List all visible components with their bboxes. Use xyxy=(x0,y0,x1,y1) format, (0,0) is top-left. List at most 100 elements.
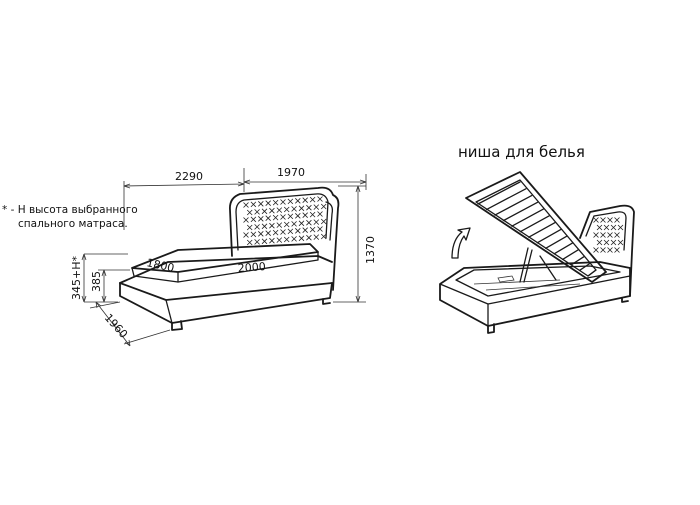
slat xyxy=(494,194,533,216)
tuft-mark xyxy=(610,239,617,246)
tuft-mark xyxy=(617,239,624,246)
tuft-mark xyxy=(261,208,268,215)
tuft-mark xyxy=(603,224,610,231)
tuft-mark xyxy=(287,198,294,205)
tuft-mark xyxy=(295,198,301,204)
dimline-left xyxy=(83,253,130,303)
tuft-mark xyxy=(600,232,606,238)
tuft-mark xyxy=(317,226,323,232)
tuft-mark xyxy=(250,216,257,223)
storage-floor-lines xyxy=(473,275,581,291)
tuft-mark xyxy=(269,207,275,214)
tuft-mark xyxy=(287,228,294,235)
tuft-mark xyxy=(280,199,286,205)
slat xyxy=(553,242,574,255)
note-line-1: * - Н высота выбранного xyxy=(2,204,138,216)
headboard-tufting-right xyxy=(593,217,624,253)
tuft-mark xyxy=(298,205,305,212)
slat xyxy=(502,201,539,222)
headboard-inner-outline xyxy=(235,193,329,251)
dim-arrows-top xyxy=(123,179,367,189)
headboard-wing xyxy=(325,201,334,241)
tuft-mark xyxy=(280,214,286,220)
tuft-mark xyxy=(272,199,279,206)
slat xyxy=(587,269,597,277)
tuft-mark xyxy=(243,217,249,223)
tuft-mark xyxy=(265,200,271,206)
tuft-mark xyxy=(320,218,327,225)
slat xyxy=(570,255,585,266)
tuft-mark xyxy=(283,221,290,228)
slat xyxy=(519,215,550,233)
tuft-mark xyxy=(254,209,260,215)
bed-base-top xyxy=(119,255,333,284)
slat xyxy=(578,262,591,272)
dim-headboard-height: 1370 xyxy=(364,236,377,264)
slat xyxy=(485,188,527,211)
tuft-mark xyxy=(614,232,620,238)
tuft-mark xyxy=(250,201,257,208)
tuft-mark xyxy=(302,212,308,218)
tuft-mark xyxy=(269,237,275,244)
tuft-mark xyxy=(246,209,253,216)
dim-width-total: 1960 xyxy=(102,311,130,341)
tuft-mark xyxy=(272,229,279,236)
tuft-mark xyxy=(272,214,279,221)
tuft-mark xyxy=(603,239,610,246)
tuft-mark xyxy=(298,220,305,227)
mattress xyxy=(131,243,319,273)
dim-arrows-1370 xyxy=(355,185,361,303)
tuft-mark xyxy=(246,224,253,231)
tuft-mark xyxy=(269,222,275,229)
tuft-mark xyxy=(283,206,290,213)
tuft-mark xyxy=(313,234,320,240)
tuft-mark xyxy=(243,202,249,208)
tuft-mark xyxy=(607,247,613,253)
tuft-mark xyxy=(261,223,268,230)
tuft-mark xyxy=(320,203,327,210)
tuft-mark xyxy=(276,207,283,213)
tuft-mark xyxy=(291,206,297,212)
tuft-mark xyxy=(306,234,312,241)
tuft-mark xyxy=(593,247,599,253)
dim-base-height: 345+H* xyxy=(70,256,83,300)
tuft-mark xyxy=(309,226,316,233)
tuft-mark xyxy=(287,213,294,220)
dimline-top xyxy=(123,168,367,230)
headboard-outline-right xyxy=(579,204,635,297)
tuft-mark xyxy=(317,211,323,217)
lifted-frame xyxy=(465,171,607,283)
bed-base-edge xyxy=(165,299,173,324)
tuft-mark xyxy=(246,239,253,246)
tuft-mark xyxy=(313,219,320,225)
tuft-mark xyxy=(283,236,290,243)
bed-base-side-bottom xyxy=(119,282,333,324)
tuft-mark xyxy=(265,230,271,236)
tuft-mark xyxy=(320,233,327,240)
slat xyxy=(536,228,562,244)
tuft-mark xyxy=(276,222,283,228)
dimline-1960 xyxy=(89,301,171,347)
tuft-mark xyxy=(600,217,606,223)
tuft-mark xyxy=(593,232,599,238)
dim-mattress-level: 385 xyxy=(90,271,103,292)
tuft-mark xyxy=(250,231,257,238)
tuft-mark xyxy=(306,219,312,226)
tuft-mark xyxy=(614,247,620,253)
base-front-edge-right xyxy=(439,275,631,305)
slat xyxy=(477,181,521,205)
tuft-mark xyxy=(593,217,599,223)
tuft-mark xyxy=(617,224,624,231)
dim-mattress-length: 2000 xyxy=(237,260,266,275)
slat xyxy=(545,235,568,249)
tuft-mark xyxy=(254,239,260,245)
base-outline-right xyxy=(439,261,631,327)
tuft-mark xyxy=(258,216,264,222)
gas-lift-struts xyxy=(519,247,557,283)
tuft-mark xyxy=(607,217,613,223)
tuft-mark xyxy=(276,237,283,243)
tuft-mark xyxy=(254,224,260,230)
dimline-1370 xyxy=(333,185,366,303)
headboard-outline xyxy=(229,186,340,291)
storage-caption: ниша для белья xyxy=(458,143,585,161)
